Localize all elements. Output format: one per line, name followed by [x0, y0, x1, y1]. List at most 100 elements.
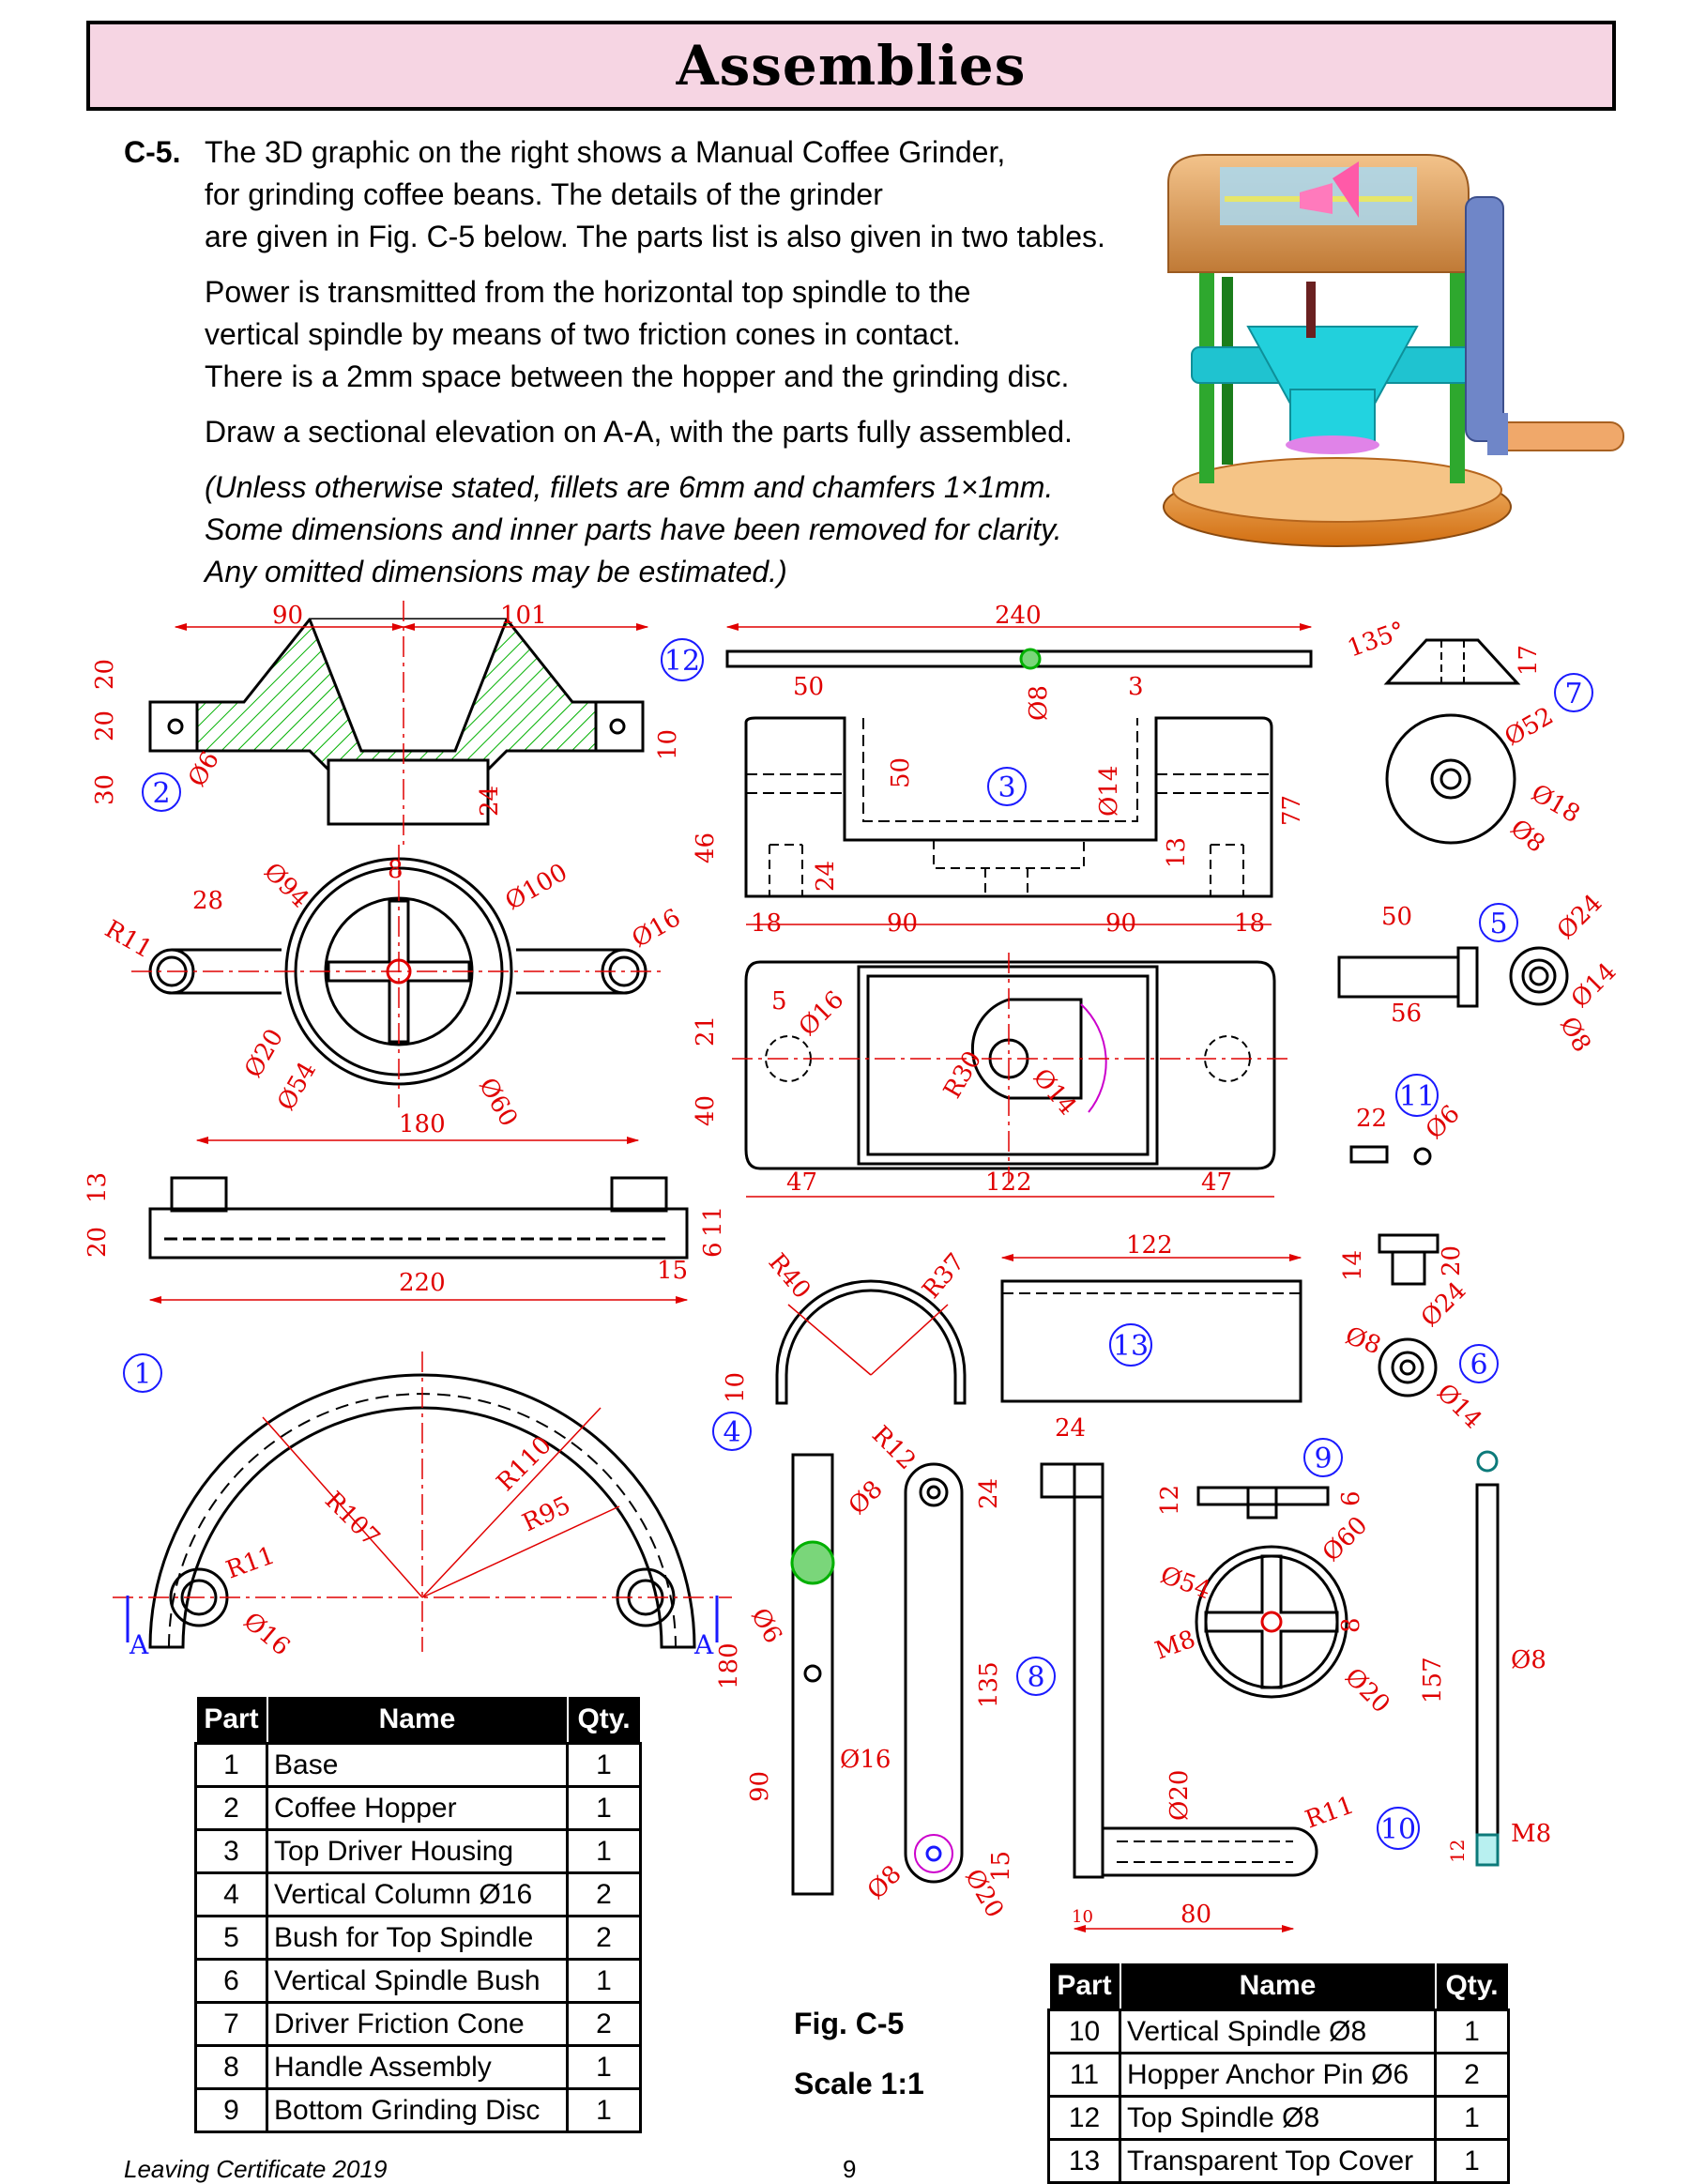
svg-text:12: 12 — [1156, 1485, 1184, 1516]
svg-text:8: 8 — [1337, 1617, 1365, 1633]
svg-text:Ø8: Ø8 — [1554, 1013, 1596, 1058]
svg-text:13: 13 — [84, 1172, 112, 1203]
svg-text:24: 24 — [1055, 1414, 1086, 1443]
svg-text:Ø16: Ø16 — [628, 904, 686, 954]
svg-text:20: 20 — [91, 659, 119, 690]
svg-text:180: 180 — [715, 1642, 743, 1689]
svg-text:24: 24 — [476, 786, 504, 817]
svg-text:Ø20: Ø20 — [239, 1024, 289, 1082]
paragraph-2: Power is transmitted from the horizontal… — [205, 275, 1070, 393]
grinder-3d-illustration — [1163, 154, 1624, 547]
svg-text:56: 56 — [1391, 1000, 1422, 1028]
handle-assembly — [904, 1462, 1318, 1884]
disc-dims: 12 6 Ø60 Ø54 M8 8 Ø20 — [1151, 1485, 1395, 1719]
svg-text:157: 157 — [1419, 1657, 1447, 1703]
svg-text:8: 8 — [1027, 1661, 1044, 1694]
svg-text:Ø6: Ø6 — [183, 747, 225, 792]
svg-text:3: 3 — [998, 771, 1015, 804]
svg-text:10: 10 — [1380, 1813, 1416, 1846]
svg-text:14: 14 — [1339, 1250, 1367, 1281]
svg-text:8: 8 — [388, 856, 404, 884]
svg-text:135: 135 — [975, 1661, 1003, 1708]
svg-text:11: 11 — [699, 1206, 727, 1237]
paragraph-1: The 3D graphic on the right shows a Manu… — [205, 135, 1105, 253]
svg-text:R12: R12 — [866, 1421, 921, 1475]
top-spindle-bush — [1337, 946, 1569, 1008]
svg-text:90: 90 — [1105, 909, 1136, 938]
svg-text:101: 101 — [500, 602, 547, 630]
svg-text:Ø8: Ø8 — [1505, 814, 1550, 858]
svg-text:15: 15 — [987, 1851, 1015, 1882]
hopper-elevation — [148, 601, 645, 845]
base-elevation-dims: 220 20 13 11 6 15 — [84, 1172, 727, 1305]
svg-text:Ø6: Ø6 — [745, 1604, 787, 1649]
svg-text:7: 7 — [1564, 678, 1582, 710]
svg-text:13: 13 — [1113, 1330, 1149, 1363]
svg-text:220: 220 — [399, 1269, 446, 1297]
svg-text:R107: R107 — [319, 1487, 385, 1552]
svg-text:5: 5 — [1489, 908, 1507, 940]
question-number: C-5. — [124, 135, 181, 169]
note: (Unless otherwise stated, fillets are 6m… — [205, 470, 1062, 588]
svg-text:Ø8: Ø8 — [1511, 1646, 1546, 1674]
svg-text:24: 24 — [975, 1478, 1003, 1509]
svg-text:12: 12 — [1446, 1840, 1469, 1863]
housing-front-dims: 50 3 50 Ø14 46 24 13 77 18 90 90 18 — [692, 673, 1306, 938]
svg-text:28: 28 — [192, 887, 223, 915]
svg-text:21: 21 — [692, 1016, 720, 1046]
svg-text:Ø8: Ø8 — [1025, 685, 1053, 721]
svg-text:11: 11 — [1399, 1080, 1435, 1113]
svg-text:Ø24: Ø24 — [1552, 889, 1608, 945]
svg-text:Ø16: Ø16 — [840, 1746, 891, 1774]
svg-text:20: 20 — [84, 1227, 112, 1258]
svg-text:10: 10 — [1072, 1907, 1093, 1927]
svg-text:50: 50 — [793, 673, 824, 701]
base-plan-dims: R107 R110 R95 R11 Ø16 — [222, 1431, 575, 1662]
svg-text:R40: R40 — [763, 1248, 816, 1305]
svg-text:6: 6 — [1337, 1490, 1365, 1506]
housing-front — [744, 716, 1273, 898]
figure-caption: Fig. C-5 — [794, 2007, 905, 2040]
title-banner: Assemblies — [86, 21, 1616, 111]
svg-text:Ø54: Ø54 — [1157, 1561, 1214, 1605]
svg-text:Ø14: Ø14 — [1566, 957, 1622, 1014]
friction-cone — [1383, 638, 1521, 845]
svg-text:4: 4 — [723, 1416, 740, 1449]
svg-text:Ø60: Ø60 — [473, 1074, 523, 1132]
vertical-spindle-bush — [1378, 1233, 1439, 1397]
svg-text:30: 30 — [91, 774, 119, 805]
svg-text:Ø16: Ø16 — [238, 1607, 296, 1661]
svg-text:50: 50 — [1381, 903, 1412, 931]
vspindle-dims: 157 Ø8 12 M8 — [1419, 1646, 1551, 1863]
svg-text:Ø14: Ø14 — [1431, 1379, 1487, 1435]
svg-text:17: 17 — [1515, 645, 1543, 676]
housing-plan — [732, 953, 1290, 1183]
svg-text:Ø100: Ø100 — [501, 859, 572, 916]
svg-text:R11: R11 — [222, 1541, 279, 1584]
svg-text:90: 90 — [272, 602, 303, 630]
svg-text:Ø16: Ø16 — [794, 985, 850, 1042]
svg-text:Ø8: Ø8 — [1342, 1321, 1385, 1360]
vertical-column — [790, 1453, 835, 1896]
svg-text:R37: R37 — [917, 1248, 970, 1305]
svg-text:47: 47 — [786, 1168, 817, 1197]
column-dims: Ø6 180 90 — [715, 1604, 787, 1803]
svg-text:80: 80 — [1180, 1901, 1211, 1929]
svg-text:Ø20: Ø20 — [1165, 1770, 1194, 1821]
svg-text:20: 20 — [91, 710, 119, 741]
svg-text:46: 46 — [692, 832, 720, 863]
svg-text:90: 90 — [887, 909, 918, 938]
page-number: 9 — [843, 2155, 857, 2183]
svg-text:Ø52: Ø52 — [1500, 702, 1559, 752]
svg-text:Ø8: Ø8 — [844, 1475, 889, 1520]
